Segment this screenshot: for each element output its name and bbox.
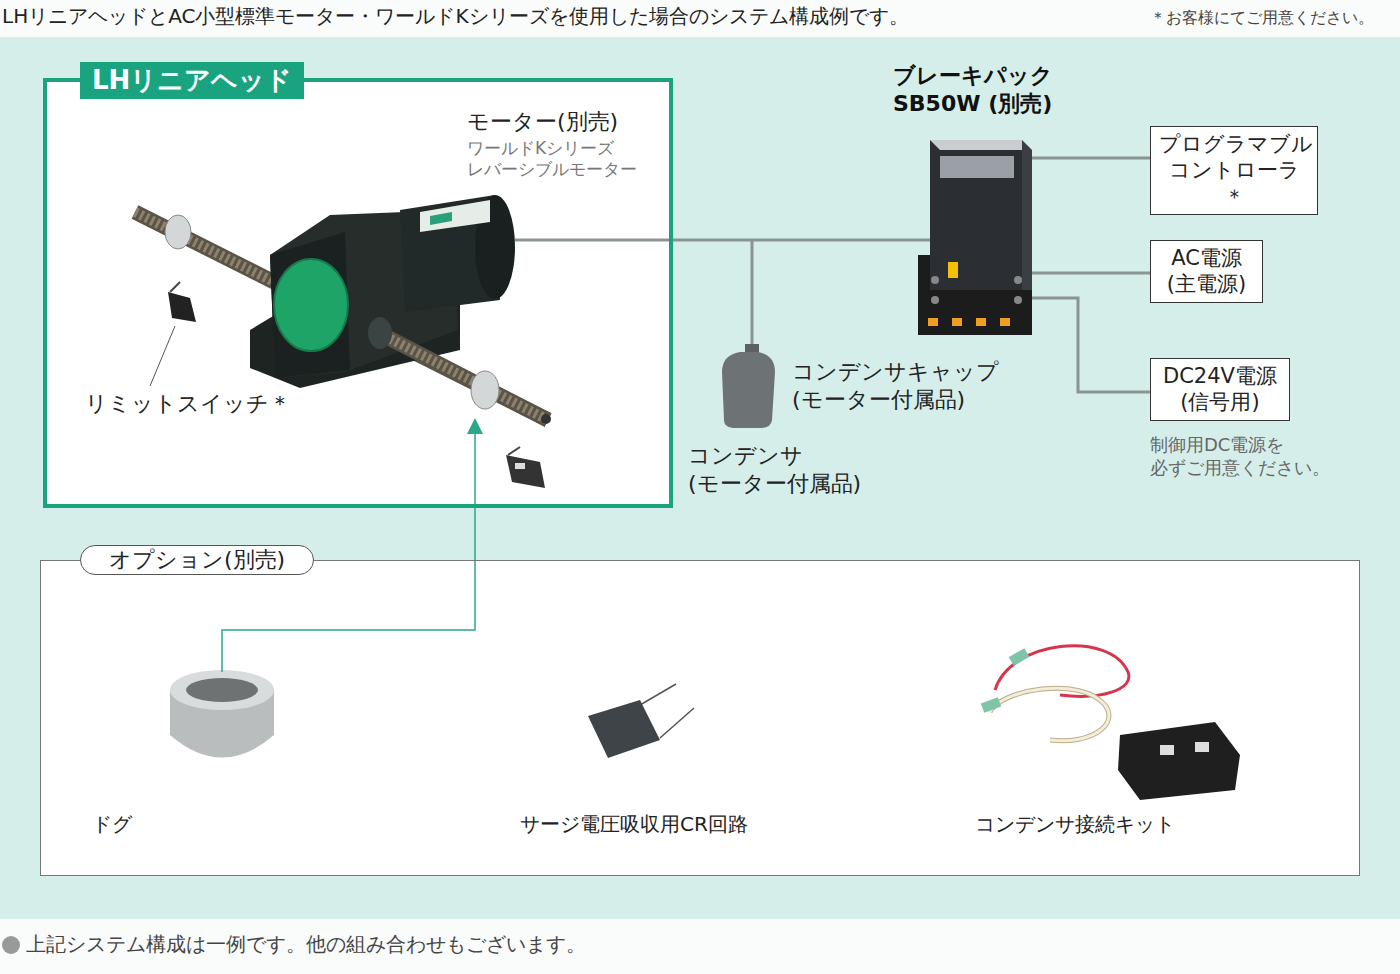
brake-pack-part: ブレーキパック SB50W (別売) (885, 62, 1060, 342)
part-label: コンデンサキャップ (モーター付属品) (792, 358, 1007, 413)
part-label: リミットスイッチ＊ (85, 390, 291, 418)
node-title: LHリニアヘッド (80, 62, 304, 99)
node-title: DC24V電源 (信号用) (1159, 363, 1281, 416)
node-title: オプション(別売) (80, 545, 314, 575)
wire-connector (1060, 157, 1150, 160)
part-label: コンデンサ (モーター付属品) (688, 442, 903, 497)
part-label: ドグ (92, 812, 132, 837)
wire-connector (1060, 298, 1150, 392)
device-box: DC24V電源 (信号用) (1150, 358, 1290, 421)
note: ＊お客様にてご用意ください。 (1150, 8, 1374, 28)
part-label: コンデンサ接続キット (975, 812, 1175, 837)
node-title: ブレーキパック SB50W (別売) (893, 62, 1060, 117)
wire-connector (1060, 272, 1150, 275)
node-title: モーター(別売) (467, 108, 657, 136)
wire-connector (657, 239, 885, 242)
caption: 上記システム構成は一例です。他の組み合わせもございます。 (26, 932, 586, 957)
group-frame: LHリニアヘッドモーター(別売)ワールドKシリーズ レバーシブルモーター (43, 78, 673, 508)
note: 制御用DC電源を 必ずご用意ください。 (1150, 434, 1350, 479)
device-box: プログラマブル コントローラ＊ (1150, 126, 1318, 215)
node-title: プログラマブル コントローラ＊ (1159, 131, 1309, 210)
node-subtitle: ワールドKシリーズ レバーシブルモーター (467, 138, 657, 181)
motor-part: モーター(別売)ワールドKシリーズ レバーシブルモーター (262, 108, 657, 378)
node-title: AC電源 (主電源) (1159, 245, 1254, 298)
diagram-title: LHリニアヘッドとAC小型標準モーター・ワールドKシリーズを使用した場合のシステ… (2, 4, 909, 29)
device-box: AC電源 (主電源) (1150, 240, 1263, 303)
part-label: サージ電圧吸収用CR回路 (520, 812, 748, 837)
